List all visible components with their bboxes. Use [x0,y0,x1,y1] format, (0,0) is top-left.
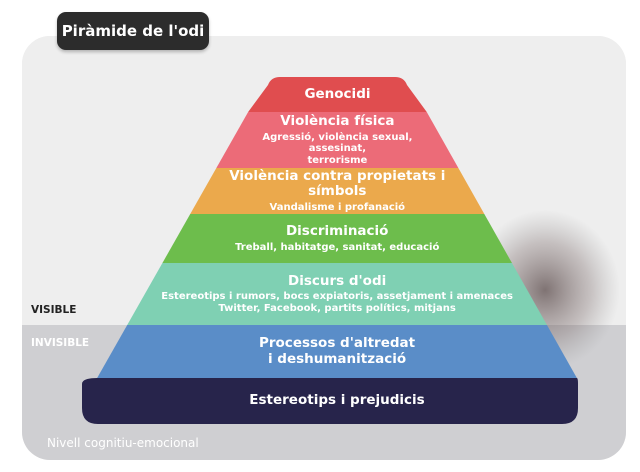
layer-title: Violència contra propietats i símbols [229,167,446,200]
layer-description: Agressió, violència sexual, assesinat, [262,131,413,155]
layer-title: Discriminació [285,223,389,239]
pyramid-layer-hate-speech [127,263,547,325]
layer-title: Genocidi [304,85,371,102]
visible-label: VISIBLE [31,304,77,316]
layer-title: Processos d'altredat [258,335,416,351]
layer-description: Estereotips i rumors, bocs expiatoris, a… [161,291,513,303]
layer-text-stereotypes: Estereotips i prejudicis [100,392,574,409]
layer-description: Twitter, Facebook, partits polítics, mit… [218,302,456,314]
pyramid-layer-otherness [97,325,577,378]
layer-title: Discurs d'odi [288,272,387,289]
pyramid-layer-discrimination [162,214,512,263]
layer-description: Vandalisme i profanació [269,201,406,213]
layer-text-genocide: Genocidi [262,85,413,103]
layer-title: Violència física [280,113,395,129]
footer-label: Nivell cognitiu-emocional [47,436,199,450]
diagram-title: Piràmide de l'odi [57,12,209,50]
layer-title: i deshumanització [267,350,407,367]
layer-description: terrorisme [307,154,368,166]
layer-title: Estereotips i prejudicis [249,392,425,408]
invisible-label: INVISIBLE [31,337,90,349]
pyramid-layer-stereotypes [82,378,578,424]
pyramid-layer-property-violence [190,168,485,214]
pyramid-layer-genocide [248,77,427,112]
layer-description: Treball, habitatge, sanitat, educació [235,241,440,253]
pyramid-layer-physical-violence [216,112,459,168]
